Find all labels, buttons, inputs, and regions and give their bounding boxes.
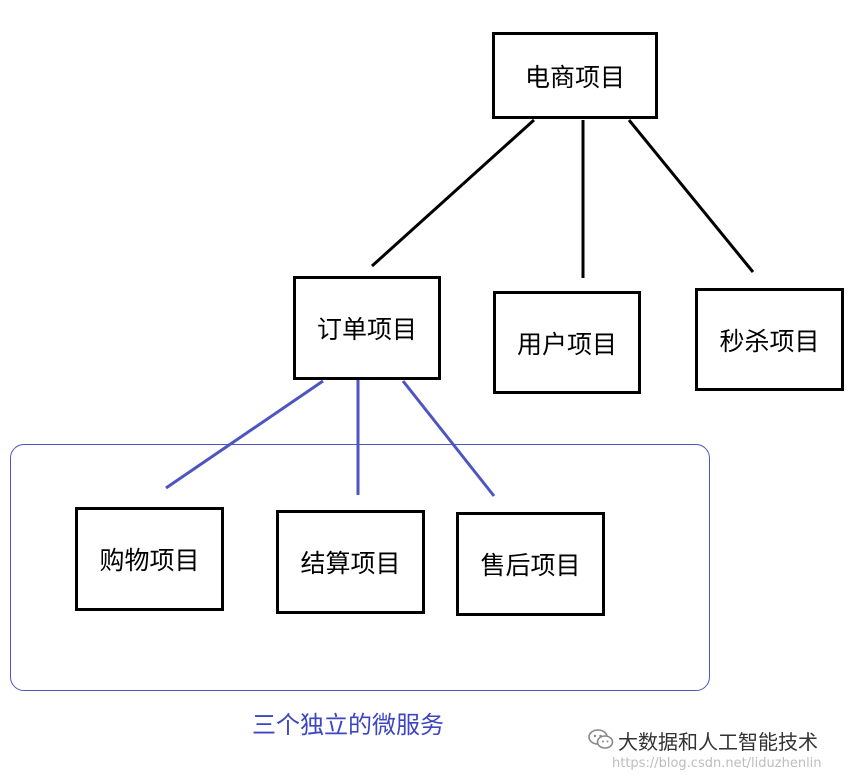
- microservice-group-frame: [10, 444, 710, 691]
- node-checkout-project: 结算项目: [276, 510, 425, 614]
- node-label: 用户项目: [516, 329, 617, 359]
- watermark-url: https://blog.csdn.net/liduzhenlin: [612, 756, 822, 771]
- node-order-project: 订单项目: [293, 276, 441, 380]
- node-label: 结算项目: [300, 549, 401, 578]
- edge-root-order: [370, 118, 536, 268]
- node-label: 购物项目: [99, 546, 200, 575]
- watermark-title: 大数据和人工智能技术: [618, 730, 818, 754]
- watermark: 大数据和人工智能技术 https://blog.csdn.net/liduzhe…: [588, 724, 838, 774]
- node-label: 订单项目: [316, 315, 417, 344]
- wechat-icon: [588, 729, 614, 749]
- node-seckill-project: 秒杀项目: [695, 288, 844, 391]
- node-ecommerce-project: 电商项目: [492, 32, 658, 119]
- edge-order-shopping: [165, 379, 324, 490]
- group-caption: 三个独立的微服务: [252, 711, 444, 739]
- node-aftersale-project: 售后项目: [456, 512, 605, 616]
- node-user-project: 用户项目: [493, 291, 641, 394]
- node-label: 秒杀项目: [719, 326, 820, 356]
- node-label: 电商项目: [524, 62, 625, 92]
- node-shopping-project: 购物项目: [75, 507, 224, 611]
- node-label: 售后项目: [480, 551, 581, 580]
- edge-order-aftersale: [401, 380, 496, 497]
- edge-root-seckill: [627, 119, 755, 273]
